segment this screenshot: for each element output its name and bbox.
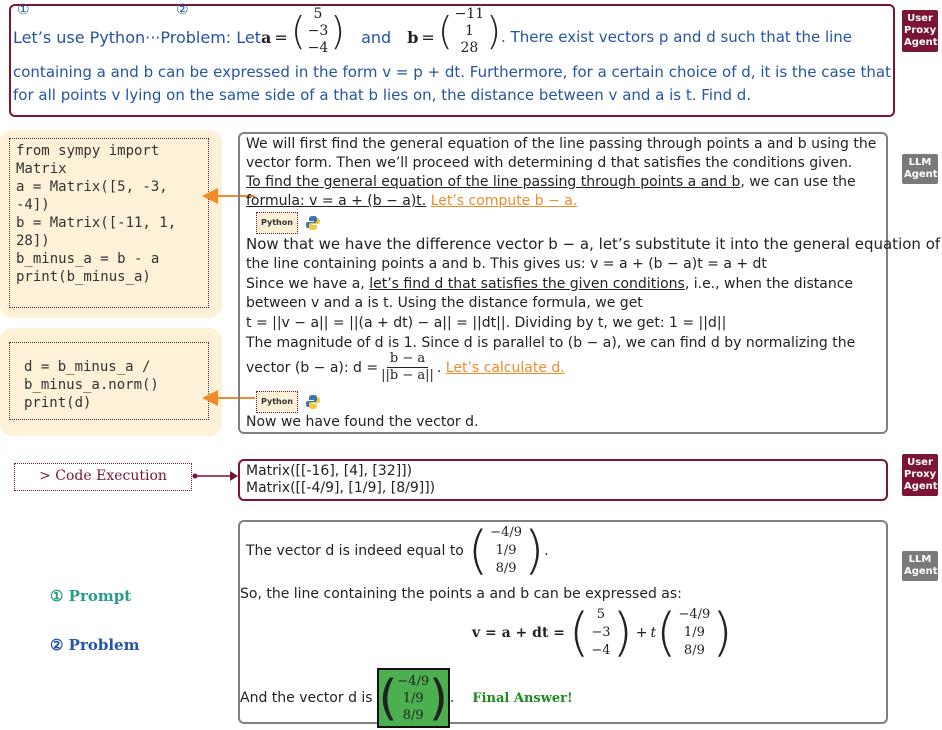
llm1-line-14: Now we have found the vector d. (246, 414, 479, 430)
prompt-text: Let’s use Python··· (13, 27, 161, 47)
exec-output-line-2: Matrix([[-4/9], [1/9], [8/9]]) (246, 480, 436, 496)
llm1-line-4: formula: v = a + (b − a)t. Let’s compute… (246, 193, 578, 209)
legend-problem: ② Problem (50, 636, 140, 654)
vec-b-label: b (407, 27, 419, 47)
vec-a-matrix: (5−3−4) (290, 5, 346, 56)
llm1-line-8: Since we have a, let’s find d that satis… (246, 276, 854, 292)
vec-a-label: a (261, 27, 272, 47)
problem-box (9, 4, 895, 117)
llm-response-1: We will first find the general equation … (238, 132, 940, 434)
code-block-1-bg (0, 130, 222, 318)
code-execution-label: > Code Execution (14, 463, 192, 491)
final-answer-label: Final Answer! (472, 690, 573, 706)
llm1-line-11: The magnitude of d is 1. Since d is para… (246, 335, 856, 351)
legend-prompt: ① Prompt (50, 587, 132, 605)
python-icon (306, 216, 321, 230)
problem-line-3: for all points v lying on the same side … (13, 86, 752, 104)
llm1-line-3: To find the general equation of the line… (246, 174, 856, 190)
normalize-fraction: b − a||b − a|| (381, 351, 434, 383)
problem-marker: ② (176, 2, 189, 18)
code-execution-output: Matrix([[-16], [4], [32]]) Matrix([[-4/9… (238, 459, 888, 501)
llm2-line-2: So, the line containing the points a and… (240, 586, 682, 602)
problem-line-1-tail: . There exist vectors p and d such that … (501, 28, 853, 46)
llm1-line-12: vector (b − a): d = b − a||b − a|| . Let… (246, 351, 565, 383)
python-badge-2: Python (256, 391, 321, 413)
code-arrows (202, 188, 255, 406)
exec-arrow (192, 471, 238, 481)
code-block-2: d = b_minus_a /b_minus_a.norm()print(d) (9, 342, 209, 420)
llm1-line-9: between v and a is t. Using the distance… (246, 295, 643, 311)
llm1-line-10: t = ||v − a|| = ||(a + dt) − a|| = ||dt|… (246, 315, 727, 331)
llm1-line-6: Now that we have the difference vector b… (246, 235, 941, 253)
python-badge-1: Python (256, 212, 321, 234)
problem-line-2: containing a and b can be expressed in t… (13, 63, 891, 81)
llm1-line-1: We will first find the general equation … (246, 136, 877, 152)
llm1-line-7: the line containing points a and b. This… (246, 256, 767, 272)
problem-line-1: Let’s use Python··· Problem: Let a = (5−… (13, 5, 853, 56)
and-text: and (361, 27, 392, 47)
exec-output-line-1: Matrix([[-16], [4], [32]]) (246, 463, 413, 479)
prompt-marker: ① (17, 2, 30, 18)
llm1-line-2: vector form. Then we’ll proceed with det… (246, 155, 853, 171)
code-block-2-bg (0, 328, 222, 436)
python-icon (306, 395, 321, 409)
problem-label: Problem: Let (160, 27, 262, 47)
